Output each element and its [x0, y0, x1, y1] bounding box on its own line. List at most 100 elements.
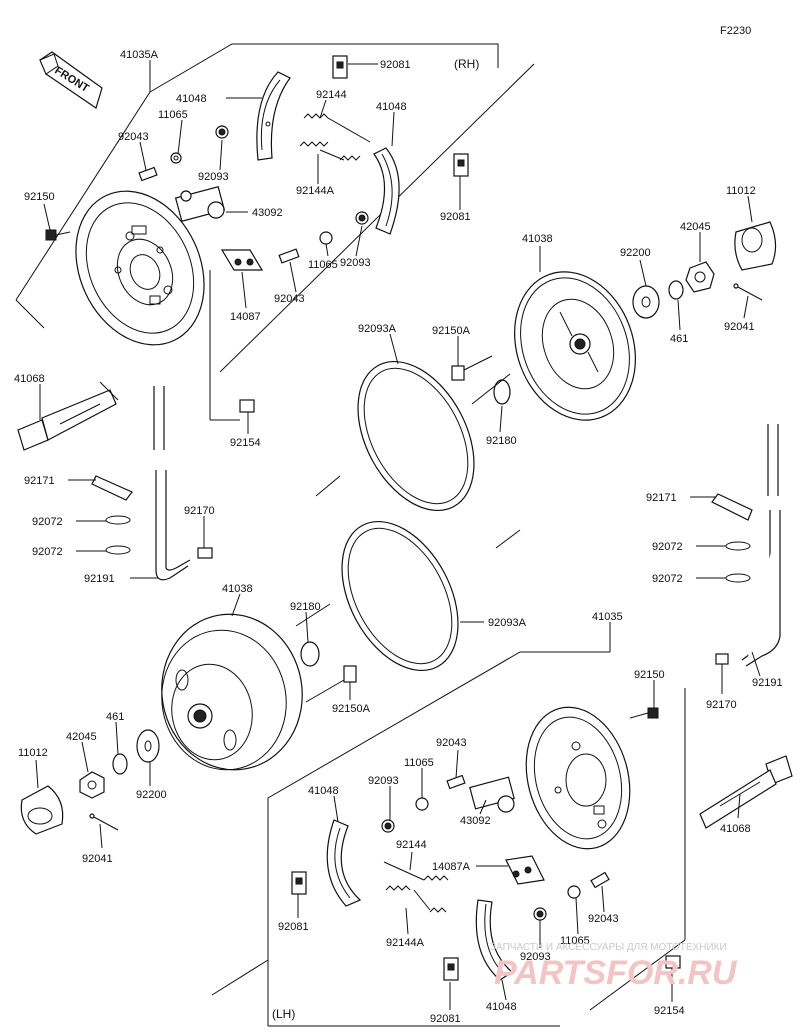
rh-bolt-92154	[239, 399, 255, 413]
label-42045-b: 42045	[66, 731, 97, 743]
label-92144-b: 92144	[396, 839, 427, 851]
label-41035a: 41035A	[120, 49, 159, 61]
label-92081-c: 92081	[278, 921, 309, 933]
lh-washer-92093-b	[533, 907, 547, 921]
lh-washer-11065-b	[567, 885, 581, 899]
lh-nut-42045	[79, 771, 105, 799]
label-92043-b: 92043	[274, 293, 305, 305]
label-14087: 14087	[230, 311, 261, 323]
clip-92072-lh	[725, 541, 751, 583]
hose-92191-lh	[741, 424, 781, 667]
rh-clip-92081-b	[453, 153, 469, 177]
label-92043-a: 92043	[118, 131, 149, 143]
label-41068-a: 41068	[14, 373, 45, 385]
rh-washer-11065-a	[170, 152, 182, 164]
lh-pin-92043-a	[446, 774, 466, 790]
rh-nut-42045	[685, 261, 715, 293]
label-92171-b: 92171	[646, 492, 677, 504]
label-92081-b: 92081	[440, 211, 471, 223]
label-41048-a: 41048	[176, 93, 207, 105]
rh-washer-92093-b	[355, 211, 369, 225]
lh-frame	[211, 651, 686, 1027]
lh-cotter-pin-92041	[89, 813, 119, 831]
lh-washer-461	[112, 753, 128, 775]
label-41038-b: 41038	[222, 583, 253, 595]
rh-washer-461	[668, 280, 684, 300]
label-92072-a: 92072	[32, 516, 63, 528]
label-92200-a: 92200	[620, 247, 651, 259]
label-92043-d: 92043	[588, 913, 619, 925]
label-11012-b: 11012	[18, 747, 48, 759]
rh-spring-92144	[303, 113, 371, 143]
label-92041-b: 92041	[82, 853, 113, 865]
lh-brake-drum	[161, 613, 303, 771]
rh-plate-14087	[220, 249, 264, 271]
label-41048-c: 41048	[308, 785, 339, 797]
label-92144a-a: 92144A	[296, 185, 335, 197]
label-41048-d: 41048	[486, 1001, 517, 1013]
label-42045-a: 42045	[680, 221, 711, 233]
label-92180-b: 92180	[290, 601, 321, 613]
label-92093-a: 92093	[198, 171, 229, 183]
label-11012-a: 11012	[726, 185, 756, 197]
rh-pin-92043-a	[138, 166, 158, 182]
label-41035: 41035	[592, 611, 623, 623]
plate-92171-rh	[91, 475, 133, 501]
label-92150a-b: 92150A	[332, 703, 371, 715]
label-43092-b: 43092	[460, 815, 491, 827]
label-92170-b: 92170	[706, 699, 737, 711]
lh-brake-shoe-2	[475, 899, 513, 981]
label-92081-d: 92081	[430, 1013, 461, 1025]
label-41068-b: 41068	[720, 823, 751, 835]
lh-pin-92043-b	[590, 871, 610, 889]
label-11065-d: 11065	[560, 935, 590, 947]
label-92093a-b: 92093A	[488, 617, 527, 629]
lh-spring-92144a	[385, 885, 447, 913]
label-11065-b: 11065	[308, 259, 338, 271]
lh-bolt-92150a	[305, 665, 357, 703]
rh-cotter-pin-92041	[733, 283, 763, 301]
clip-92072-rh	[105, 515, 131, 555]
rh-wheel-cylinder-43092	[174, 185, 226, 223]
label-92154-a: 92154	[230, 437, 261, 449]
part-labels: 41035A 92081 41048 92144 41048 11065 920…	[14, 49, 783, 1025]
label-92171-a: 92171	[24, 475, 55, 487]
rh-brake-panel	[75, 190, 205, 346]
rh-washer-92093-a	[215, 125, 229, 139]
rh-brake-drum	[514, 271, 636, 421]
label-92093-c: 92093	[368, 775, 399, 787]
label-92144a-b: 92144A	[386, 937, 425, 949]
label-92191-a: 92191	[84, 573, 115, 585]
watermark-line2: PARTSFOR.RU	[494, 954, 738, 992]
label-11065-a: 11065	[158, 109, 188, 121]
lh-washer-11065-a	[415, 797, 429, 811]
label-92081-a: 92081	[380, 59, 411, 71]
plate-92171-lh	[711, 493, 753, 521]
side-rh: (RH)	[454, 57, 479, 71]
rh-cap-11012	[734, 221, 777, 271]
label-92093a-a: 92093A	[358, 323, 397, 335]
label-92150-a: 92150	[24, 191, 55, 203]
label-92150a-a: 92150A	[432, 325, 471, 337]
rh-spring-92144a	[299, 141, 361, 161]
rh-brake-shoe-2	[373, 147, 400, 235]
lh-bolt-92150	[629, 707, 659, 719]
label-14087a: 14087A	[432, 861, 471, 873]
label-41048-b: 41048	[376, 101, 407, 113]
rh-pin-92043-b	[278, 248, 300, 264]
lh-washer-92200	[136, 729, 160, 763]
lh-brake-shoe-1	[326, 819, 362, 907]
watermark-line1: ЗАПЧАСТИ И АКСЕССУАРЫ ДЛЯ МОТОТЕХНИКИ	[490, 942, 727, 953]
lh-wheel-cylinder-43092	[469, 776, 515, 813]
label-92150-b: 92150	[634, 669, 665, 681]
lh-plate-14087a	[505, 855, 545, 885]
rh-bolt-92150	[45, 229, 71, 241]
label-92072-c: 92072	[652, 541, 683, 553]
label-43092-a: 43092	[252, 207, 283, 219]
label-41038-a: 41038	[522, 233, 553, 245]
rh-washer-11065-b	[319, 231, 333, 245]
lh-clip-92081-a	[291, 871, 307, 895]
label-92072-b: 92072	[32, 546, 63, 558]
lh-spring-92144	[383, 861, 449, 881]
